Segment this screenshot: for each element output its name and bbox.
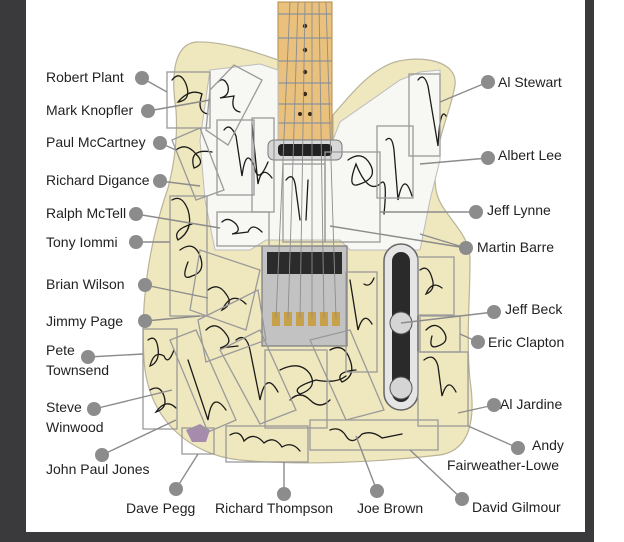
label-jeff-lynne: Jeff Lynne [487, 202, 551, 218]
label-jeff-beck: Jeff Beck [505, 301, 563, 317]
guitar-strings [275, 1, 337, 319]
signature-boxes [142, 64, 469, 463]
label-al-stewart: Al Stewart [498, 74, 562, 90]
label-steve-winwood-line2: Winwood [46, 419, 104, 435]
label-john-paul-jones: John Paul Jones [46, 461, 150, 477]
frame-right-border [585, 0, 594, 542]
label-eric-clapton: Eric Clapton [488, 334, 565, 350]
marker-dots [81, 71, 525, 506]
label-jimmy-page: Jimmy Page [46, 313, 124, 329]
label-richard-thompson: Richard Thompson [215, 500, 334, 516]
frame-bottom-border [0, 532, 594, 542]
signatures [147, 75, 457, 452]
frame-outer-margin [594, 0, 624, 542]
label-david-gilmour: David Gilmour [472, 499, 561, 515]
label-ralph-mctell: Ralph McTell [46, 205, 127, 221]
label-dave-pegg: Dave Pegg [126, 500, 196, 516]
label-steve-winwood-line1: Steve [46, 399, 82, 415]
frame-left-border [0, 0, 26, 542]
label-al-jardine: Al Jardine [500, 396, 563, 412]
label-pete-townsend-line2: Townsend [46, 362, 110, 378]
label-joe-brown: Joe Brown [357, 500, 424, 516]
label-robert-plant: Robert Plant [46, 69, 124, 85]
label-brian-wilson: Brian Wilson [46, 276, 125, 292]
label-martin-barre: Martin Barre [477, 239, 555, 255]
label-paul-mccartney: Paul McCartney [46, 134, 146, 150]
label-richard-digance: Richard Digance [46, 172, 150, 188]
guitar-illustration [81, 1, 525, 506]
label-andy-fairweather-lowe-line1: Andy [532, 437, 564, 453]
label-pete-townsend-line1: Pete [46, 342, 75, 358]
label-albert-lee: Albert Lee [498, 147, 562, 163]
neck-pickup-cover [278, 144, 332, 156]
control-plate [383, 243, 419, 411]
label-tony-iommi: Tony Iommi [46, 234, 118, 250]
label-mark-knopfler: Mark Knopfler [46, 102, 134, 118]
label-andy-fairweather-lowe-line2: Fairweather-Lowe [447, 457, 560, 473]
